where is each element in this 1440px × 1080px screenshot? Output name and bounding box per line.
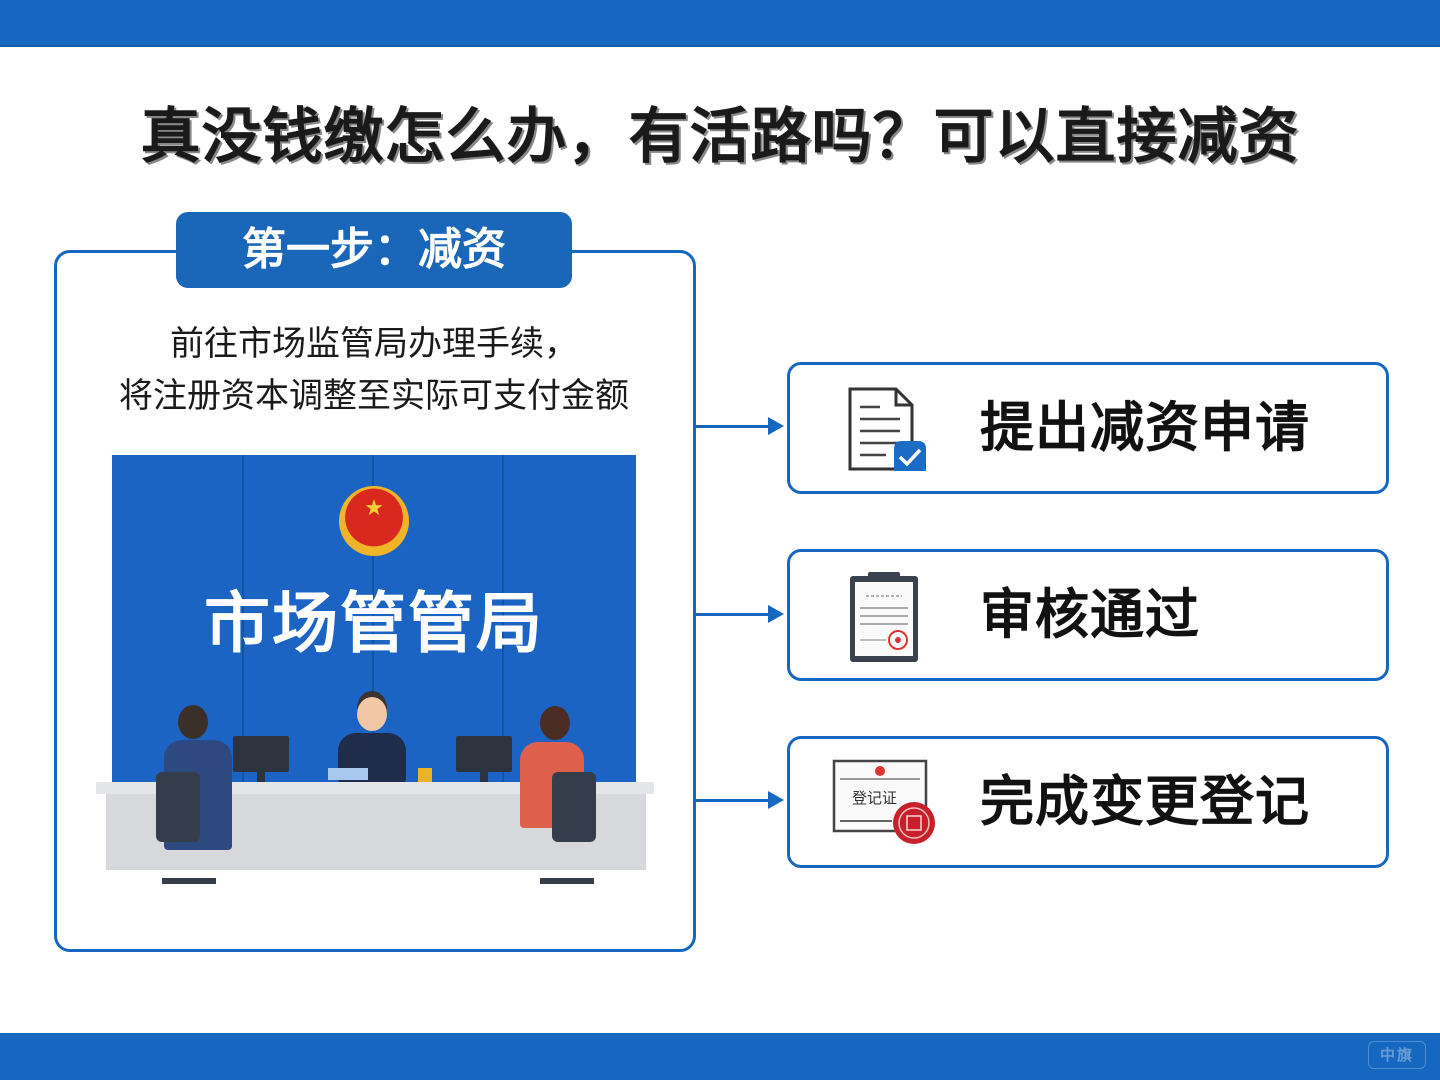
flow-step-label: 审核通过 bbox=[980, 583, 1200, 646]
wall-seam bbox=[242, 455, 244, 785]
monitor-stand bbox=[257, 770, 265, 782]
arrow-head-icon bbox=[768, 791, 784, 809]
monitor-right bbox=[456, 736, 512, 772]
bottom-banner bbox=[0, 1033, 1440, 1080]
clerk-head bbox=[357, 697, 387, 731]
flow-step-label: 完成变更登记 bbox=[980, 770, 1310, 833]
svg-text:登记证: 登记证 bbox=[852, 789, 897, 807]
chair-right bbox=[552, 772, 596, 842]
arrow-connector-3 bbox=[693, 799, 773, 802]
chair-left bbox=[156, 772, 200, 842]
laptop bbox=[328, 768, 368, 780]
clipboard-stamp-icon bbox=[850, 572, 918, 662]
chair-base bbox=[162, 878, 216, 884]
customer-man-head bbox=[178, 705, 208, 739]
chair-base bbox=[540, 878, 594, 884]
document-check-icon bbox=[848, 387, 926, 471]
monitor-stand bbox=[480, 770, 488, 782]
national-emblem-icon: ★ bbox=[339, 486, 409, 556]
office-sign: 市场管管局 bbox=[204, 585, 544, 662]
flow-step-registration: 登记证 完成变更登记 bbox=[787, 736, 1389, 868]
top-banner bbox=[0, 0, 1440, 47]
page-title: 真没钱缴怎么办，有活路吗？可以直接减资 bbox=[140, 102, 1300, 172]
customer-woman-head bbox=[540, 706, 570, 740]
watermark: 中旗 bbox=[1368, 1041, 1426, 1069]
step-description: 前往市场监管局办理手续， 将注册资本调整至实际可支付金额 bbox=[60, 318, 688, 422]
description-line-2: 将注册资本调整至实际可支付金额 bbox=[119, 376, 629, 416]
flow-step-approved: 审核通过 bbox=[787, 549, 1389, 681]
wall-seam bbox=[502, 455, 504, 785]
arrow-head-icon bbox=[768, 417, 784, 435]
flow-step-label: 提出减资申请 bbox=[980, 396, 1310, 459]
pen-holder bbox=[418, 768, 432, 782]
monitor-left bbox=[233, 736, 289, 772]
service-counter-top bbox=[96, 782, 654, 794]
arrow-connector-2 bbox=[693, 613, 773, 616]
step-one-tag: 第一步：减资 bbox=[176, 212, 572, 288]
arrow-head-icon bbox=[768, 605, 784, 623]
flow-step-submit: 提出减资申请 bbox=[787, 362, 1389, 494]
arrow-connector-1 bbox=[693, 425, 773, 428]
description-line-1: 前往市场监管局办理手续， bbox=[170, 324, 578, 364]
wall-seam bbox=[372, 455, 374, 785]
certificate-seal-icon: 登记证 bbox=[832, 759, 935, 844]
